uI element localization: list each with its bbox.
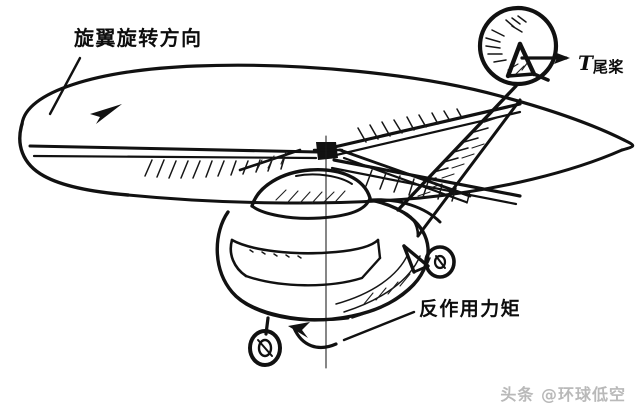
nose-landing-gear	[248, 316, 282, 367]
watermark: 头条 @环球低空	[500, 385, 626, 404]
tail-rotor-thrust-subscript: 尾桨	[592, 58, 624, 76]
label-reaction-torque: 反作用力矩	[419, 298, 522, 320]
tail-rotor-thrust-symbol: T	[578, 51, 593, 75]
label-tail-rotor-thrust: T尾桨	[578, 53, 624, 75]
rotor-direction-leader	[48, 56, 122, 124]
label-rotor-direction: 旋翼旋转方向	[74, 26, 203, 50]
tail-thrust-arrow	[520, 52, 570, 64]
canopy	[250, 168, 372, 220]
tail-boom	[338, 84, 522, 238]
cabin-windows	[229, 238, 382, 287]
main-rotor-disc	[18, 63, 635, 205]
reaction-torque-arrow	[288, 310, 416, 350]
tail-rotor-disc	[477, 5, 559, 87]
main-landing-gear	[402, 244, 456, 279]
rotor-hub	[312, 142, 344, 160]
